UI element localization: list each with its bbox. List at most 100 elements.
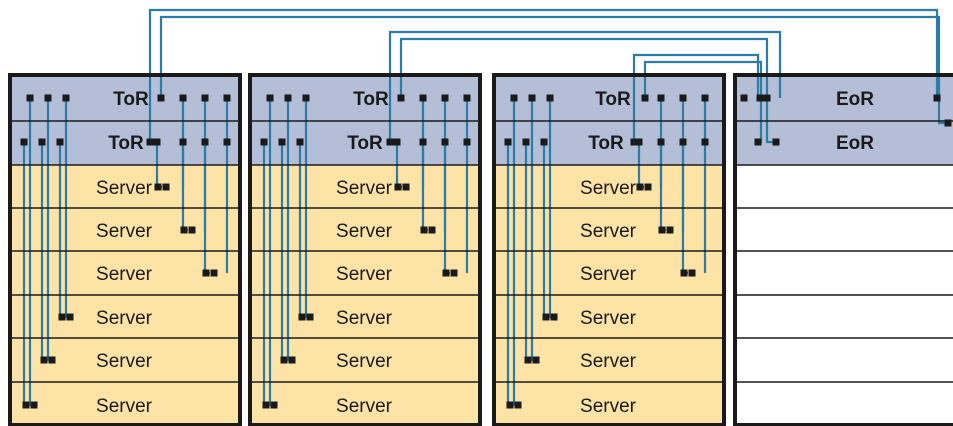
port [944, 119, 952, 127]
cable [262, 142, 266, 407]
port [754, 138, 762, 146]
port [284, 94, 292, 102]
port [278, 138, 286, 146]
server-label: Server [336, 308, 393, 329]
port [386, 138, 394, 146]
port [202, 269, 210, 277]
server-label: Server [96, 264, 153, 285]
empty-slot [735, 295, 953, 338]
port [657, 138, 665, 146]
port [26, 94, 34, 102]
tor-label: ToR [353, 89, 389, 110]
port [56, 138, 64, 146]
empty-slot [735, 208, 953, 251]
port [146, 138, 154, 146]
empty-slot [735, 382, 953, 425]
port [38, 138, 46, 146]
port [20, 138, 28, 146]
port [772, 138, 780, 146]
rack-frames [8, 73, 953, 426]
port [201, 138, 209, 146]
port [288, 356, 296, 364]
cable [298, 142, 302, 319]
port [463, 94, 471, 102]
port [302, 94, 310, 102]
port [644, 183, 652, 191]
port [658, 226, 666, 234]
port [636, 183, 644, 191]
port [514, 401, 522, 409]
port [44, 94, 52, 102]
eor-label: EoR [836, 89, 874, 110]
port [306, 313, 314, 321]
port [62, 94, 70, 102]
port [58, 313, 66, 321]
port [542, 313, 550, 321]
server-label: Server [580, 351, 637, 372]
switch-unit [735, 75, 953, 121]
port [157, 94, 165, 102]
empty-slot [735, 338, 953, 382]
port [540, 138, 548, 146]
port [450, 269, 458, 277]
port [179, 94, 187, 102]
port [188, 226, 196, 234]
server-label: Server [336, 221, 393, 242]
cable [506, 142, 510, 407]
port [506, 401, 514, 409]
port [528, 94, 536, 102]
empty-slot [735, 251, 953, 295]
rack-frame [8, 73, 242, 426]
port [635, 138, 643, 146]
port [522, 138, 530, 146]
port [266, 94, 274, 102]
port [30, 401, 38, 409]
tor-label: ToR [113, 89, 149, 110]
port [397, 94, 405, 102]
port [630, 138, 638, 146]
port [679, 138, 687, 146]
port [441, 94, 449, 102]
server-label: Server [580, 178, 637, 199]
tor-label: ToR [108, 133, 144, 154]
port [66, 313, 74, 321]
server-label: Server [96, 308, 153, 329]
port [666, 226, 674, 234]
port [701, 94, 709, 102]
server-label: Server [580, 264, 637, 285]
port [510, 94, 518, 102]
port [419, 138, 427, 146]
port [223, 94, 231, 102]
cable [58, 142, 62, 319]
port [223, 138, 231, 146]
port [657, 94, 665, 102]
port [262, 401, 270, 409]
port [933, 94, 941, 102]
port [740, 94, 748, 102]
port [162, 183, 170, 191]
cable [542, 142, 546, 319]
cable [22, 142, 26, 407]
port [22, 401, 30, 409]
server-label: Server [96, 351, 153, 372]
server-label: Server [96, 178, 153, 199]
server-label: Server [580, 308, 637, 329]
port [402, 183, 410, 191]
port [441, 138, 449, 146]
port [442, 269, 450, 277]
labels: ToRToRServerServerServerServerServerServ… [96, 89, 874, 417]
server-label: Server [336, 396, 393, 417]
port [48, 356, 56, 364]
cable [159, 15, 948, 125]
cable [399, 37, 776, 144]
port [550, 313, 558, 321]
server-label: Server [580, 396, 637, 417]
rack-frame [733, 73, 953, 426]
tor-label: ToR [347, 133, 383, 154]
port [280, 356, 288, 364]
port [420, 226, 428, 234]
port [419, 94, 427, 102]
tor-label: ToR [588, 133, 624, 154]
ports [20, 94, 952, 409]
